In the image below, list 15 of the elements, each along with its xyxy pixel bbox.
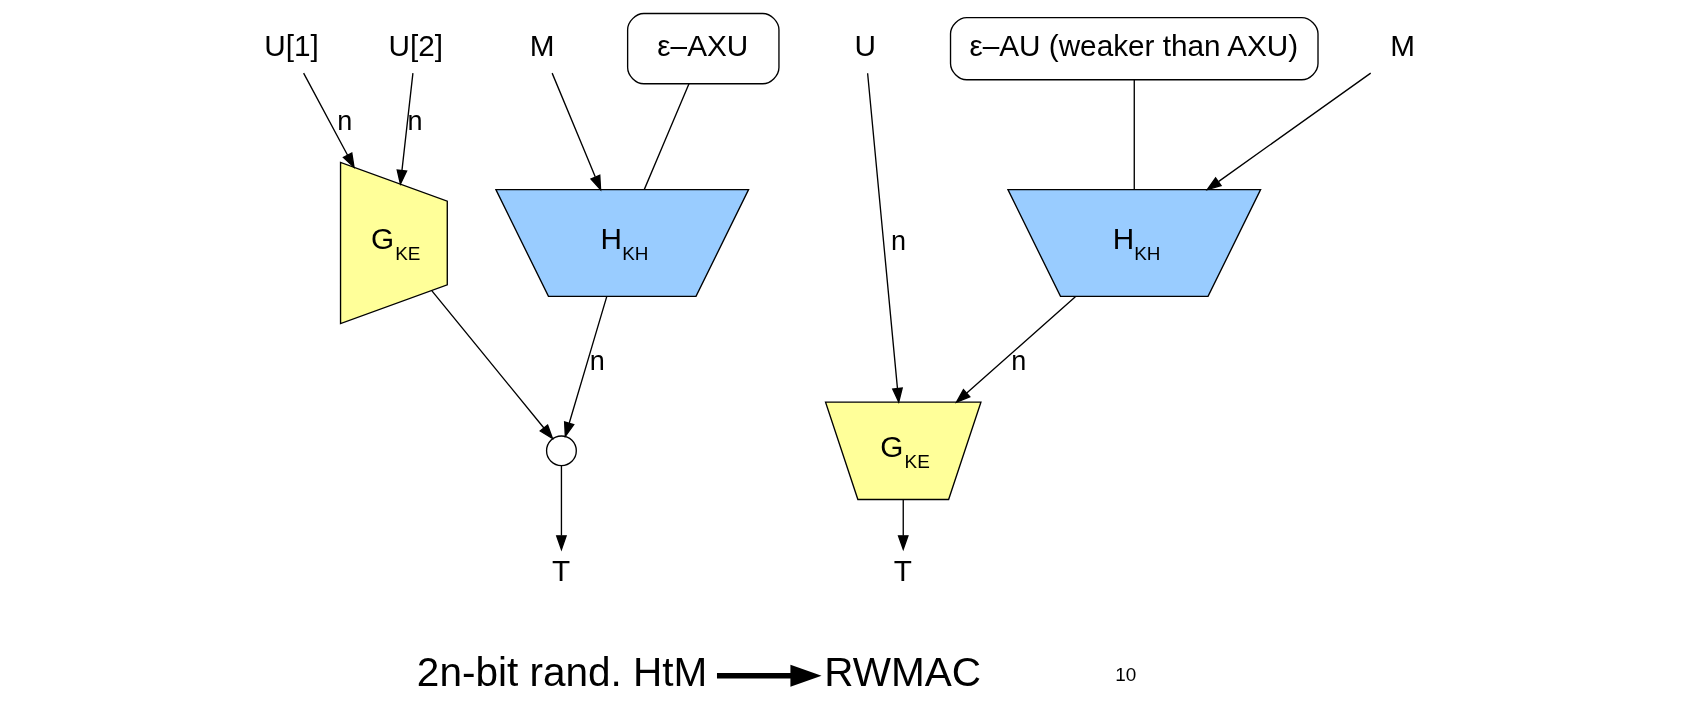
node-text: 2n-bit rand. HtM xyxy=(416,648,708,695)
edge-label: n xyxy=(337,105,353,136)
edge-label: n xyxy=(589,345,605,376)
node-text: U xyxy=(854,29,877,63)
edge-label: n xyxy=(891,225,907,256)
node-text: M xyxy=(529,29,555,63)
node-text: U[1] xyxy=(264,29,319,63)
node-text: T xyxy=(893,554,912,588)
node-text: RWMAC xyxy=(824,648,982,695)
edge-label: n xyxy=(407,105,423,136)
edge-label: n xyxy=(1011,345,1027,376)
label: 10 xyxy=(1115,663,1137,685)
node-text: M xyxy=(1390,29,1416,63)
node-text: U[2] xyxy=(388,29,444,63)
node-text: T xyxy=(551,554,571,588)
